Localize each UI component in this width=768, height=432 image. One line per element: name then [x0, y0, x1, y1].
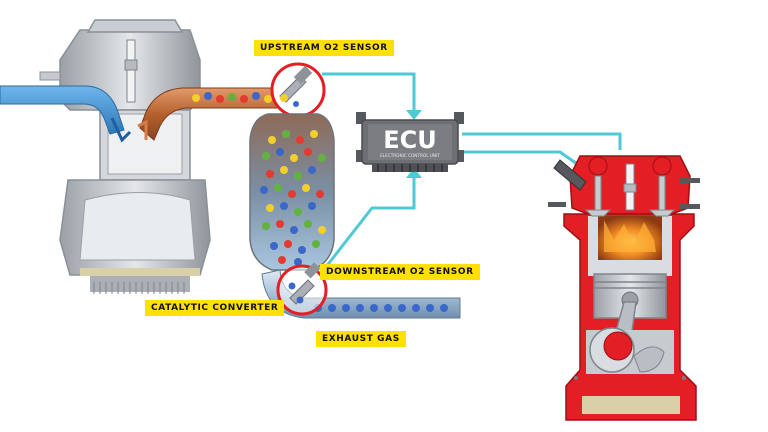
mounting-studs	[548, 178, 700, 209]
spark-plug-icon	[124, 39, 138, 103]
ecu-title: ECU	[383, 126, 437, 154]
cooling-fins	[93, 282, 185, 294]
exhaust-valve	[648, 156, 676, 217]
spark-plug-icon	[623, 163, 637, 211]
ecu-subtitle: ELECTRONIC CONTROL UNIT	[380, 153, 440, 158]
catalytic-converter-label: CATALYTIC CONVERTER	[145, 300, 285, 316]
intake-valve	[584, 156, 612, 217]
upstream-o2-sensor-label: UPSTREAM O2 SENSOR	[254, 40, 394, 56]
downstream-o2-sensor-icon	[276, 262, 328, 316]
signal-wires	[320, 72, 622, 273]
intake-port	[0, 85, 132, 143]
catalyst-gas-particles	[260, 130, 326, 266]
exhaust-gas-label: EXHAUST GAS	[316, 331, 406, 347]
downstream-o2-sensor-label: DOWNSTREAM O2 SENSOR	[320, 264, 480, 280]
crankshaft-icon	[586, 327, 674, 374]
right-engine-cutaway-icon	[548, 155, 700, 421]
ecu-module-icon: ECU ELECTRONIC CONTROL UNIT	[356, 112, 464, 172]
exhaust-gas-particles-upper	[192, 92, 272, 103]
catalytic-converter-icon	[249, 113, 335, 271]
left-engine-cutaway-icon	[0, 19, 281, 294]
fuel-injector	[553, 159, 587, 191]
upstream-o2-sensor-icon	[270, 62, 326, 118]
